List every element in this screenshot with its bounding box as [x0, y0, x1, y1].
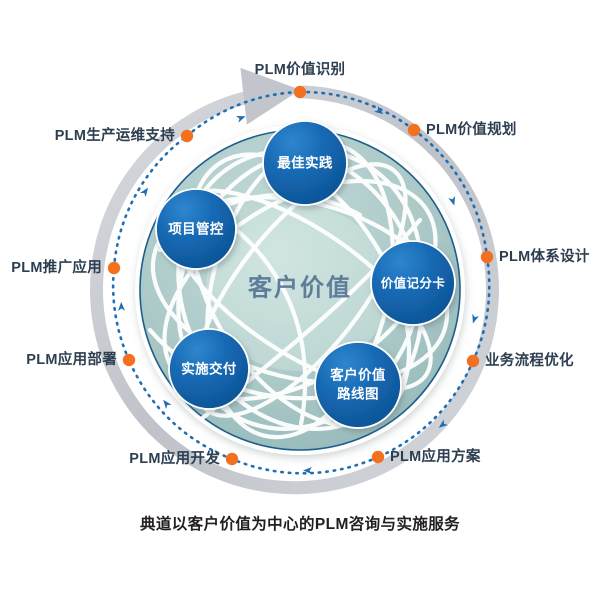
step-label-process-optimization[interactable]: 业务流程优化 — [485, 353, 574, 369]
milestone-dot-group — [107, 85, 494, 466]
step-label-ops-support[interactable]: PLM生产运维支持 — [54, 128, 175, 144]
step-label-value-identification[interactable]: PLM价值识别 — [254, 62, 346, 78]
node-label: 价值记分卡 — [381, 275, 446, 290]
node-circle[interactable] — [262, 120, 348, 206]
node-project-control[interactable]: 项目管控 — [155, 188, 237, 270]
milestone-dot-value-planning[interactable] — [407, 123, 421, 137]
step-label-promotion[interactable]: PLM推广应用 — [11, 260, 102, 276]
node-implementation[interactable]: 实施交付 — [168, 328, 250, 410]
step-label-system-design[interactable]: PLM体系设计 — [499, 249, 590, 265]
node-label: 客户价值 — [329, 367, 386, 383]
step-label-application-deploy[interactable]: PLM应用部署 — [26, 352, 117, 368]
node-circle[interactable] — [155, 188, 237, 270]
center-value-label: 客户价值 — [248, 273, 352, 301]
outer-gray-arc — [89, 67, 499, 495]
node-best-practice[interactable]: 最佳实践 — [262, 120, 348, 206]
arc-direction-arrows — [118, 106, 479, 474]
node-label: 路线图 — [337, 386, 379, 402]
milestone-dot-value-identification[interactable] — [293, 85, 307, 99]
node-circle[interactable] — [314, 341, 402, 429]
milestone-dot-ops-support[interactable] — [180, 129, 194, 143]
node-label: 最佳实践 — [277, 155, 333, 171]
step-label-application-dev[interactable]: PLM应用开发 — [129, 451, 220, 467]
diagram-caption: 典道以客户价值为中心的PLM咨询与实施服务 — [139, 516, 461, 533]
milestone-dot-application-dev[interactable] — [225, 452, 239, 466]
node-circle[interactable] — [370, 240, 456, 326]
dotted-progress-arc — [111, 90, 491, 475]
step-label-application-solution[interactable]: PLM应用方案 — [390, 449, 481, 465]
node-label: 项目管控 — [168, 221, 224, 237]
milestone-dot-promotion[interactable] — [107, 261, 121, 275]
node-value-scorecard[interactable]: 价值记分卡 — [370, 240, 456, 326]
milestone-dot-process-optimization[interactable] — [466, 354, 480, 368]
milestone-dot-application-solution[interactable] — [371, 450, 385, 464]
step-label-value-planning[interactable]: PLM价值规划 — [426, 122, 517, 138]
node-label: 实施交付 — [181, 361, 237, 377]
milestone-dot-application-deploy[interactable] — [122, 353, 136, 367]
node-circle[interactable] — [168, 328, 250, 410]
milestone-dot-system-design[interactable] — [480, 250, 494, 264]
